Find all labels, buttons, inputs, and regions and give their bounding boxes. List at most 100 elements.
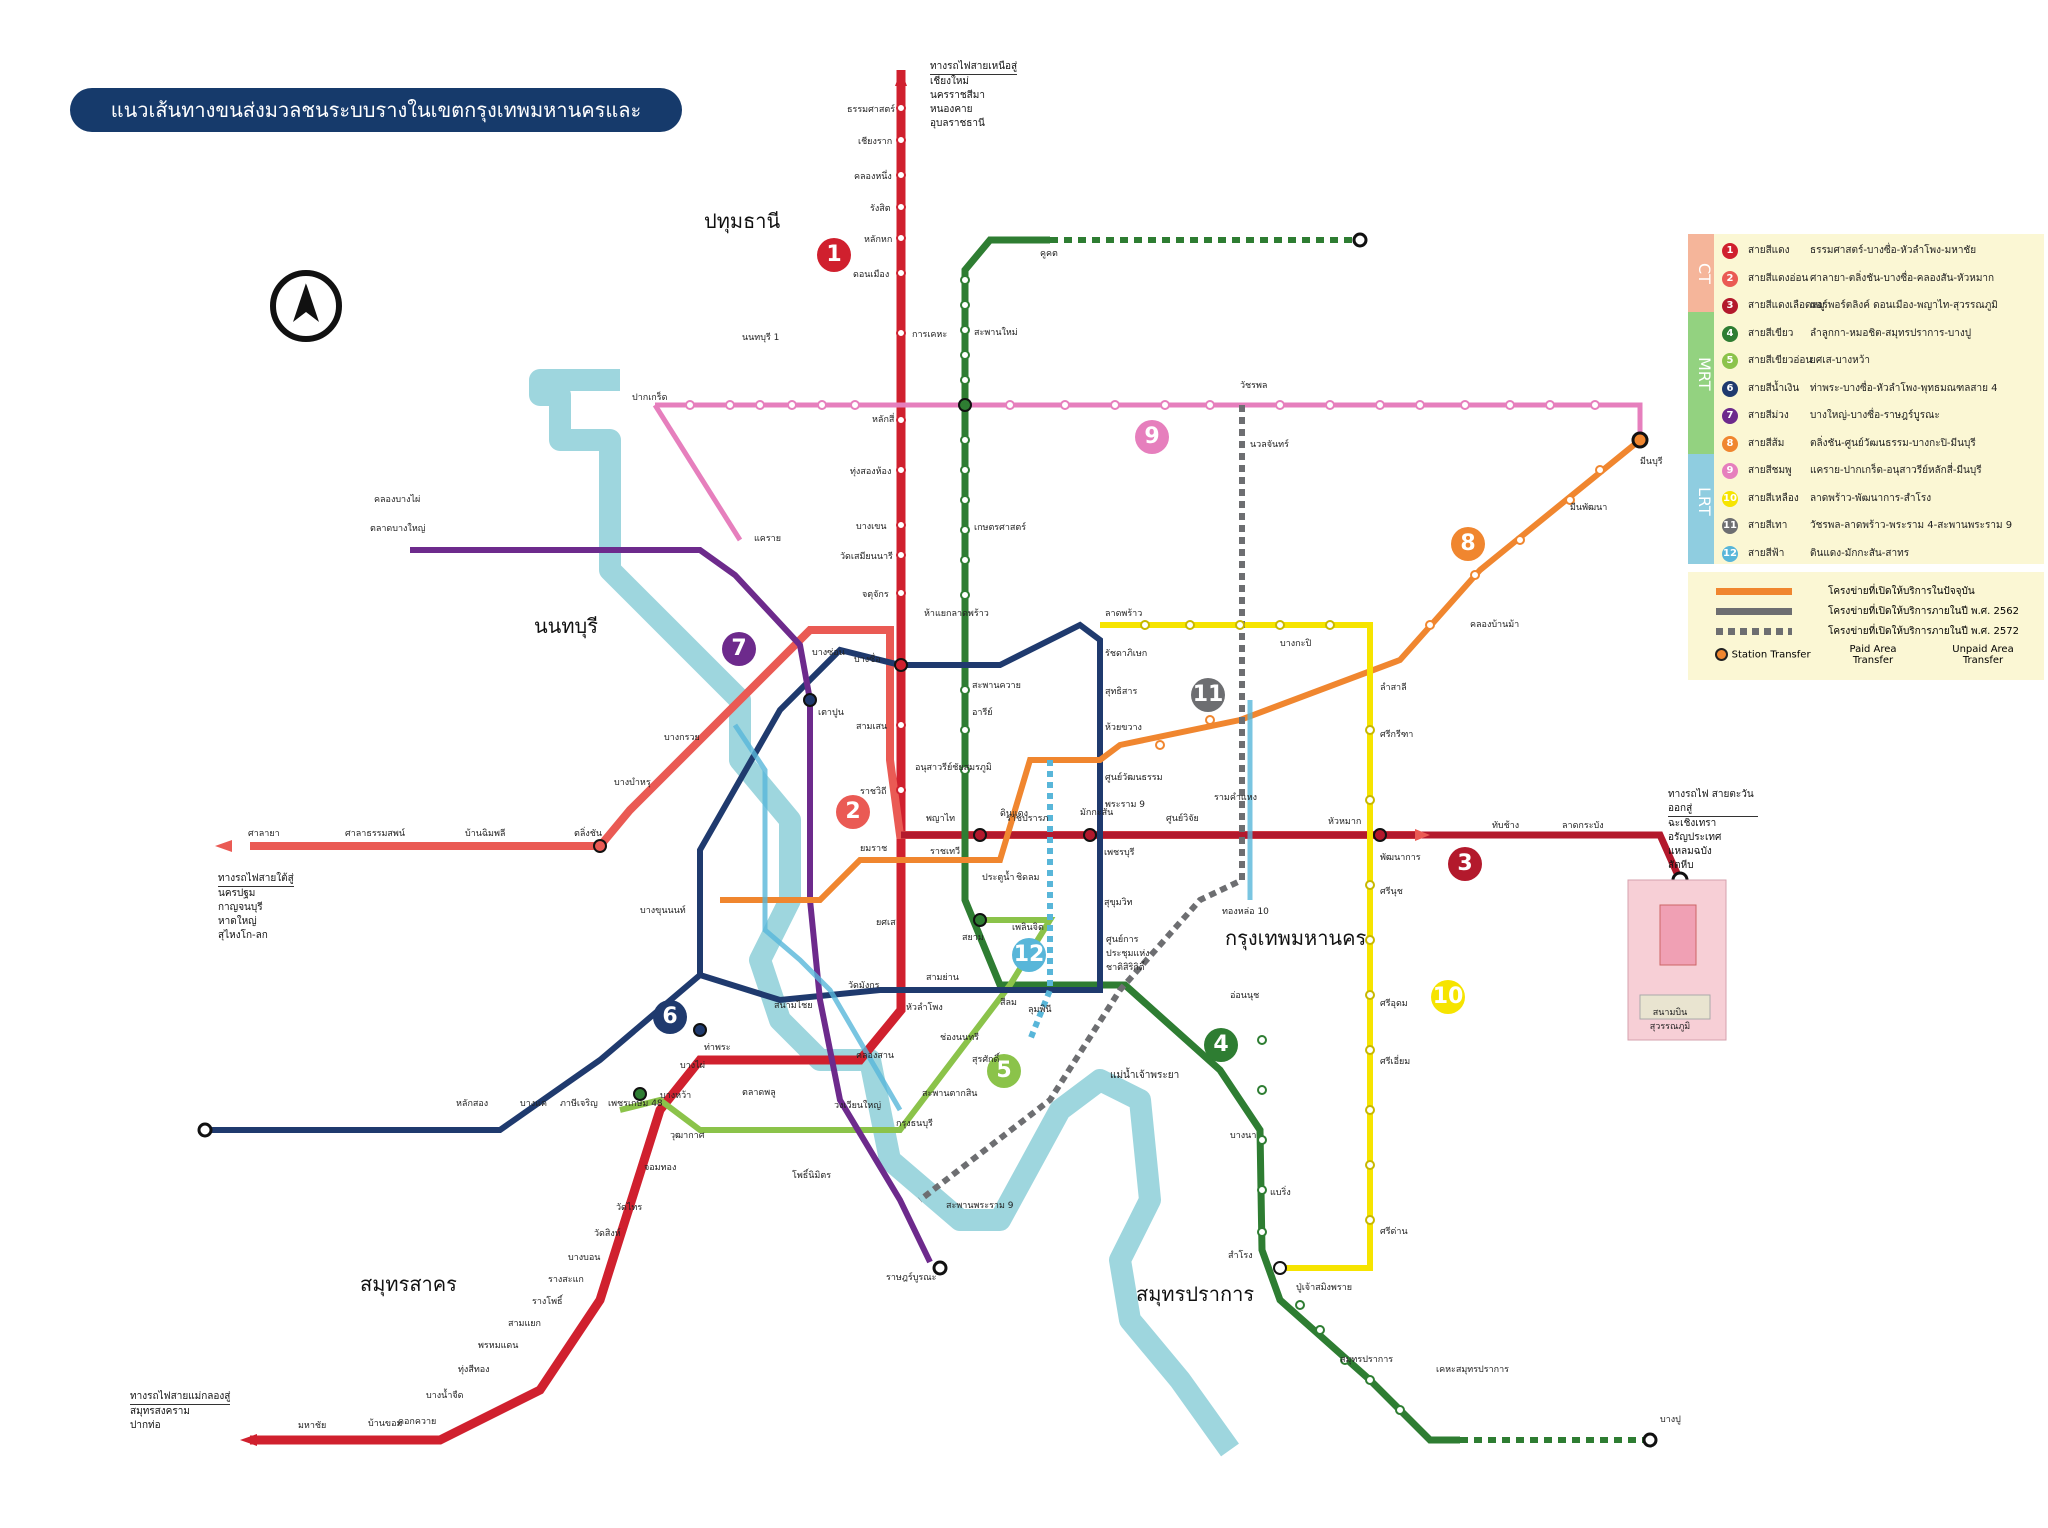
station-label: ดอนเมือง (853, 270, 890, 280)
station-label: วงเวียนใหญ่ (834, 1101, 881, 1111)
station-label: ศรีเอี่ยม (1380, 1057, 1411, 1067)
station-label: วัชรพล (1240, 381, 1268, 391)
station-label: ทุ่งสองห้อง (850, 467, 892, 477)
station-label: เพชรเกษม 48 (608, 1099, 663, 1109)
river-label: แม่น้ำเจ้าพระยา (1110, 1070, 1180, 1081)
station-label: ราชปรารภ (1006, 814, 1049, 824)
station-label: ยศเส (876, 918, 896, 928)
station-label: ลาดพร้าว (1105, 609, 1143, 619)
legend-row-line-4: 4 สายสีเขียว ลำลูกกา-หมอชิต-สมุทรปราการ-บา… (1688, 321, 2044, 347)
interchange-siam (973, 913, 987, 927)
line-badge-5: 5 (987, 1054, 1021, 1088)
station-label: สมุทรปราการ (1340, 1355, 1394, 1365)
station-label: การเคหะ (912, 330, 948, 340)
station-label: พญาไท (926, 814, 956, 824)
station-label: ยมราช (860, 844, 888, 854)
legend-line-route: ดินแดง-มักกะสัน-สาทร (1810, 547, 1910, 559)
station-label: มักกะสัน (1080, 808, 1114, 818)
terminal-north-green (1352, 232, 1368, 248)
interchange-bangsue (894, 658, 908, 672)
station-label: บางนา (1230, 1131, 1257, 1141)
legend-line-number: 4 (1722, 325, 1738, 342)
north-destination: ทางรถไฟสายเหนือสู่ เชียงใหม่ นครราชสีมา … (930, 61, 1018, 129)
station-label: รัชดาภิเษก (1105, 649, 1148, 659)
maeklong-destination: ทางรถไฟสายแม่กลองสู่ สมุทรสงคราม ปากท่อ (130, 1391, 231, 1431)
station-label: ราษฎร์บูรณะ (886, 1273, 937, 1283)
station-label: บางบำหรุ (614, 778, 651, 788)
station-label: ปู่เจ้าสมิงพราย (1296, 1283, 1353, 1293)
line-badge-9: 9 (1135, 420, 1169, 454)
legend-line-route: ลาดพร้าว-พัฒนาการ-สำโรง (1810, 492, 1932, 504)
legend-line-route: ยศเส-บางหว้า (1810, 355, 1871, 366)
red-line-stations (896, 103, 906, 795)
yellow-line-stations (1140, 620, 1375, 1225)
legend-line-name: สายสีแดง (1748, 245, 1790, 256)
station-label: บางเขน (856, 522, 887, 532)
station-label: คลองหนึ่ง (854, 172, 892, 182)
legend-line-route: ลำลูกกา-หมอชิต-สมุทรปราการ-บางปู (1810, 327, 1972, 339)
legend-line-number: 6 (1722, 380, 1738, 397)
station-label: ชิดลม (1016, 873, 1040, 883)
station-label: บางน้ำจืด (426, 1391, 464, 1401)
legend-group-ct: CT (1695, 262, 1714, 284)
station-label: ราชเทวี (930, 847, 961, 857)
station-label: อารีย์ (972, 708, 993, 718)
line-badge-12: 12 (1012, 938, 1046, 972)
station-label: ทับช้าง (1492, 821, 1520, 831)
station-label: วัดเสมียนนารี (840, 552, 893, 562)
station-label: อนุสาวรีย์ชัยสมรภูมิ (915, 763, 992, 773)
pink-line-stations (685, 400, 1600, 410)
station-label: รางโพธิ์ (532, 1297, 563, 1307)
station-transfer-icon (1715, 648, 1729, 661)
station-label: บางซื่อ (854, 655, 881, 665)
north-arrow-red (895, 70, 907, 86)
station-label: สามย่าน (926, 973, 959, 983)
interchange-phayathai (973, 828, 987, 842)
status-row-2562: โครงข่ายที่เปิดให้บริการภายในปี พ.ศ. 256… (1716, 602, 2036, 620)
station-label: มีนพัฒนา (1570, 503, 1608, 513)
legend-lrt-group (1688, 454, 1714, 564)
orange-line-stations (1155, 465, 1605, 750)
station-label: ปากเกร็ด (632, 393, 668, 403)
line-badge-6: 6 (653, 1000, 687, 1034)
line-badge-3: 3 (1448, 847, 1482, 881)
station-label: บางไผ่ (680, 1061, 705, 1071)
legend-line-name: สายสีแดงเลือดหมู (1748, 300, 1825, 311)
legend-line-route: ธรรมศาสตร์-บางซื่อ-หัวลำโพง-มหาชัย (1810, 245, 1977, 256)
station-label: วัดไทร (616, 1203, 643, 1213)
line-badge-1: 1 (817, 238, 851, 272)
station-label: บางซ่อน (812, 648, 845, 658)
station-label: ท่าพระ (704, 1043, 731, 1053)
line-badge-8: 8 (1451, 527, 1485, 561)
line-9-pink-branch (652, 403, 743, 542)
light-blue-loop (732, 723, 903, 1112)
legend-line-name: สายสีเหลือง (1748, 492, 1799, 504)
station-label: รามคำแหง (1214, 793, 1258, 803)
legend-line-name: สายสีม่วง (1748, 410, 1789, 421)
station-label: ราชวิถี (860, 787, 887, 797)
station-label: ภาษีเจริญ (560, 1099, 598, 1109)
legend-line-route: ศาลายา-ตลิ่งชัน-บางซื่อ-คลองสัน-หัวหมาก (1810, 272, 1995, 284)
status-row-2572: โครงข่ายที่เปิดให้บริการภายในปี พ.ศ. 257… (1716, 622, 2036, 640)
legend-line-name: สายสีฟ้า (1748, 547, 1785, 559)
legend-line-name: สายสีเขียว (1748, 327, 1794, 339)
station-label: ห้วยขวาง (1105, 723, 1142, 733)
legend-line-number: 9 (1722, 463, 1738, 479)
line-8-orange (720, 437, 1642, 903)
line-4-green (961, 236, 1460, 1444)
legend-line-name: สายสีเทา (1748, 520, 1788, 531)
station-label: บางหว้า (660, 1091, 692, 1101)
station-label: โพธิ์นิมิตร (792, 1171, 832, 1181)
legend-line-number: 7 (1722, 408, 1738, 424)
station-label: หลักสี่ (872, 415, 895, 425)
station-label: คอกควาย (398, 1417, 437, 1427)
station-label: บางปู (1660, 1415, 1681, 1425)
station-label: เพชรบุรี (1104, 848, 1135, 858)
chao-phraya-river (529, 369, 1239, 1457)
legend-line-route: แอร์พอร์ตลิงค์ ดอนเมือง-พญาไท-สุวรรณภูมิ (1810, 300, 1998, 311)
south-destination: ทางรถไฟสายใต้สู่ นครปฐม กาญจนบุรี หาดใหญ… (218, 873, 294, 941)
station-label: จตุจักร (862, 590, 889, 600)
